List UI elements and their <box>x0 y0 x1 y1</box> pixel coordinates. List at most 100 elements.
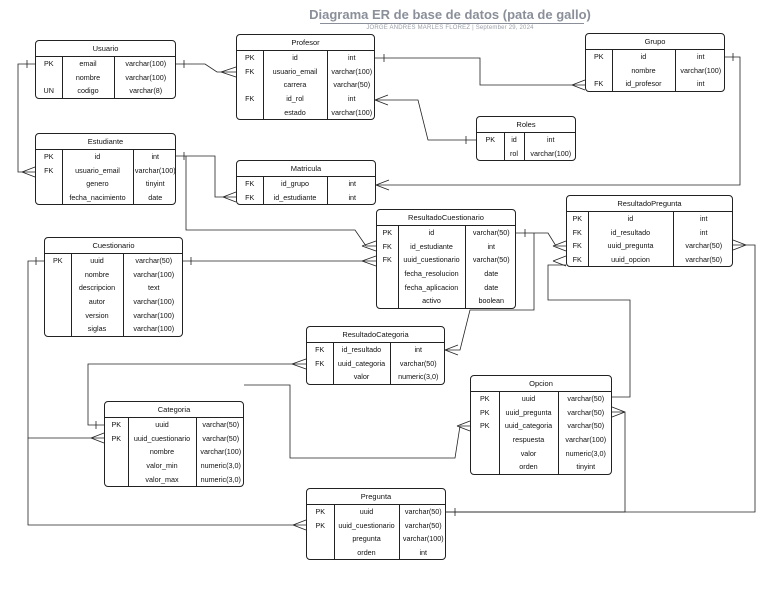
field-name: version <box>85 310 109 320</box>
field-type: varchar(50) <box>389 356 446 371</box>
field-type: varchar(100) <box>122 321 184 336</box>
field-name: orden <box>519 462 538 472</box>
key-cell <box>45 308 72 322</box>
key-cell <box>586 63 613 78</box>
link-pregunta-opcion <box>446 411 626 513</box>
entity-title: Pregunta <box>307 489 445 505</box>
key-cell: PK <box>567 212 589 226</box>
crows-foot <box>222 191 237 203</box>
key-cell <box>237 78 264 92</box>
crows-foot <box>456 420 471 432</box>
entity-title: Grupo <box>586 34 724 50</box>
field-name: id_estudiante <box>410 241 453 251</box>
field-type: varchar(100) <box>195 445 245 459</box>
key-cell <box>307 532 335 546</box>
key-cell: PK <box>586 50 613 64</box>
field-type: varchar(100) <box>674 63 726 78</box>
field-name: orden <box>357 548 376 558</box>
field-name: valor_max <box>145 474 179 484</box>
key-cell <box>45 294 72 309</box>
field-name: pregunta <box>352 534 381 544</box>
field-name: uuid_cuestionario <box>338 520 395 530</box>
field-name: nombre <box>631 65 656 75</box>
key-cell: FK <box>567 252 589 267</box>
key-cell: FK <box>377 253 399 267</box>
field-name: id_profesor <box>625 79 662 89</box>
diagram-subtitle: JORGE ANDRES MARLES FLOREZ | September 2… <box>366 25 534 31</box>
key-cell: PK <box>36 57 63 71</box>
field-name: id <box>428 228 435 238</box>
link-grupo-matricula <box>376 56 741 186</box>
key-cell <box>36 177 63 191</box>
field-name: valor_min <box>146 461 178 471</box>
field-type: int <box>672 225 734 240</box>
table-row: valor numeric(3,0) <box>307 370 446 384</box>
key-cell: FK <box>237 91 264 106</box>
field-type: numeric(3,0) <box>389 370 446 384</box>
field-name: uuid_pregunta <box>505 407 552 417</box>
crows-foot <box>732 239 747 251</box>
entity-title: Profesor <box>237 35 374 51</box>
key-cell <box>45 267 72 282</box>
field-name: fecha_aplicacion <box>404 282 459 292</box>
field-type: varchar(50) <box>195 418 245 432</box>
field-name: uuid <box>359 507 374 517</box>
key-cell <box>307 545 335 560</box>
key-cell <box>477 146 505 161</box>
field-name: usuario_email <box>272 66 318 76</box>
field-name: valor <box>353 372 370 382</box>
field-type: int <box>326 51 376 65</box>
key-cell <box>237 105 264 119</box>
field-name: autor <box>88 297 106 307</box>
key-cell: PK <box>477 133 505 147</box>
crows-foot <box>611 406 626 418</box>
crows-foot <box>375 179 390 191</box>
field-type: varchar(100) <box>113 70 177 85</box>
crows-foot <box>21 166 36 178</box>
key-cell <box>105 472 129 486</box>
entity-title: Estudiante <box>36 134 175 150</box>
field-name: fecha_nacimiento <box>69 193 126 203</box>
field-type: int <box>326 190 377 205</box>
field-type: varchar(50) <box>464 253 517 267</box>
key-cell: PK <box>471 392 500 406</box>
entity-title: Usuario <box>36 41 175 57</box>
field-type: varchar(50) <box>398 518 447 533</box>
key-cell: FK <box>36 163 63 178</box>
entity-title: ResultadoCategoria <box>307 327 444 343</box>
key-cell: PK <box>307 518 335 533</box>
key-cell <box>36 70 63 85</box>
key-cell: FK <box>586 77 613 91</box>
field-type: varchar(50) <box>122 254 184 268</box>
crows-foot <box>444 344 459 356</box>
key-cell: PK <box>237 51 264 65</box>
field-name: uuid_cuestionario <box>133 433 191 443</box>
crows-foot <box>90 432 105 444</box>
key-cell: FK <box>237 64 264 79</box>
key-cell: PK <box>471 405 500 420</box>
key-cell: FK <box>237 177 264 191</box>
field-type: date <box>132 190 177 205</box>
